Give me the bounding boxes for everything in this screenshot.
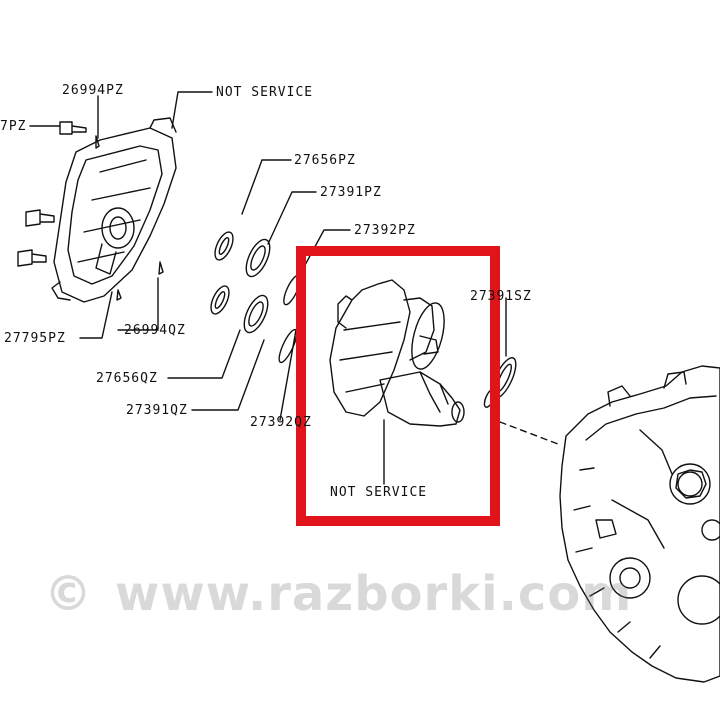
- part-label-27392qz: 27392QZ: [250, 415, 312, 430]
- part-label-7pz: 7PZ: [0, 119, 27, 134]
- part-label-27392pz: 27392PZ: [354, 223, 416, 238]
- pump-assembly-drawing: [329, 279, 465, 427]
- pump-cover-drawing: [51, 117, 177, 303]
- part-label-27656qz: 27656QZ: [96, 371, 158, 386]
- assembly-centerline: [499, 421, 559, 445]
- part-label-26994pz: 26994PZ: [62, 83, 124, 98]
- part-label-27391pz: 27391PZ: [320, 185, 382, 200]
- watermark: © www.razborki.com: [44, 566, 684, 622]
- bolts-drawing: [17, 121, 164, 301]
- part-label-27656pz: 27656PZ: [294, 153, 356, 168]
- part-label-27391sz: 27391SZ: [470, 289, 532, 304]
- transmission-housing-drawing: [559, 365, 720, 683]
- not-service-label-box: NOT SERVICE: [330, 485, 428, 500]
- part-label-26994qz: 26994QZ: [124, 323, 186, 338]
- part-label-27391qz: 27391QZ: [126, 403, 188, 418]
- copyright-icon: ©: [44, 566, 93, 622]
- watermark-site: www.razborki.com: [115, 566, 633, 622]
- highlight-frame: [296, 246, 500, 526]
- not-service-label-top: NOT SERVICE: [216, 85, 314, 100]
- part-label-27795pz: 27795PZ: [4, 331, 66, 346]
